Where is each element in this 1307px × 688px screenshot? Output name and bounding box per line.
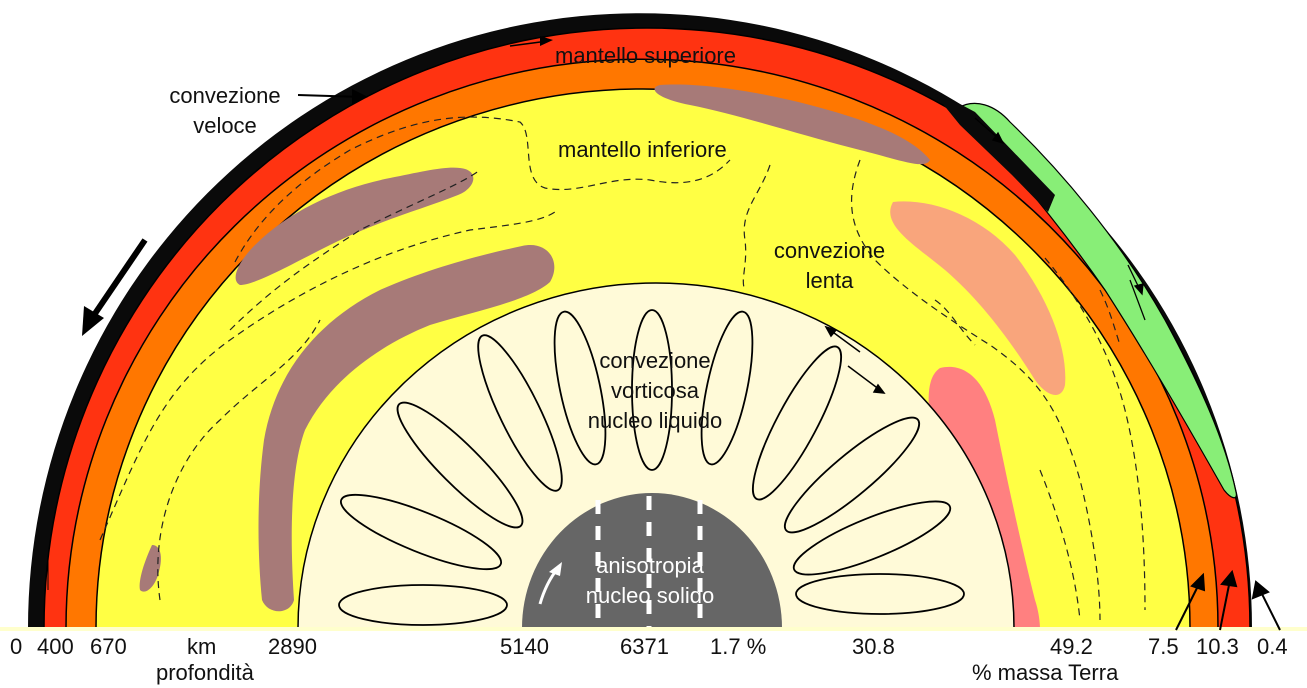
depth-tick-2890: 2890 [268,634,317,659]
mass-tick-outer-core: 30.8 [852,634,895,659]
mass-pointer-arrows [1175,569,1281,631]
fast-convection-label: convezione veloce [155,83,295,139]
solid-core-line-1: anisotropia [596,553,704,578]
fast-convection-line-1: convezione [169,83,281,108]
slab-remnant-top [654,84,930,165]
depth-tick-0: 0 [10,634,23,659]
core-vortex-ellipses [338,309,965,626]
crust-flow-arrowhead [352,89,368,104]
slow-convection-line-1: convezione [773,238,886,263]
upper-mantle-flow-line [509,40,549,47]
mass-axis-title: % massa Terra [972,660,1119,685]
lower-mantle-label: mantello inferiore [558,137,727,162]
fast-convection-line-2: veloce [193,113,257,138]
liquid-core-line-2: vorticosa [610,378,700,403]
depth-tick-670: 670 [90,634,127,659]
depth-axis-title: profondità [156,660,254,685]
depth-tick-400: 400 [37,634,74,659]
mass-tick-crust: 0.4 [1257,634,1288,659]
slab-remnant-small [139,545,161,592]
slow-convection-line-2: lenta [805,268,854,293]
solid-core-line-2: nucleo solido [585,583,715,608]
plume-light [890,201,1066,396]
inner-core-arrowhead [549,562,562,576]
flow-arrows [47,325,886,590]
depth-tick-5140: 5140 [500,634,549,659]
fast-convection-arrow [82,238,148,336]
depth-tick-6371: 6371 [620,634,669,659]
upper-mantle-label: mantello superiore [555,43,736,68]
depth-unit: km [187,634,217,659]
continent-flow-arrows [974,117,1146,321]
mass-tick-inner-core: 1.7 % [710,634,767,659]
mass-tick-upper-mantle: 10.3 [1196,634,1239,659]
inner-core-dashes [595,496,703,628]
liquid-core-line-3: nucleo liquido [587,408,723,433]
liquid-core-line-1: convezione [599,348,711,373]
outer-core-layer [297,282,1015,629]
slab-remnant-large [258,244,555,612]
subducting-slab [930,88,1055,212]
slab-remnant-upper-left [235,167,474,285]
convection-label-pointer [297,94,363,98]
mass-tick-lower-mantle: 49.2 [1050,634,1093,659]
slow-convection-label: convezione lenta [757,238,902,294]
convection-flow-lines [99,116,1146,621]
solid-core-label: anisotropia nucleo solido [560,553,740,609]
mass-tick-transition-zone: 7.5 [1148,634,1179,659]
continent-plate [957,102,1237,499]
inner-core-layer [522,493,782,628]
liquid-core-label: convezione vorticosa nucleo liquido [560,348,750,434]
